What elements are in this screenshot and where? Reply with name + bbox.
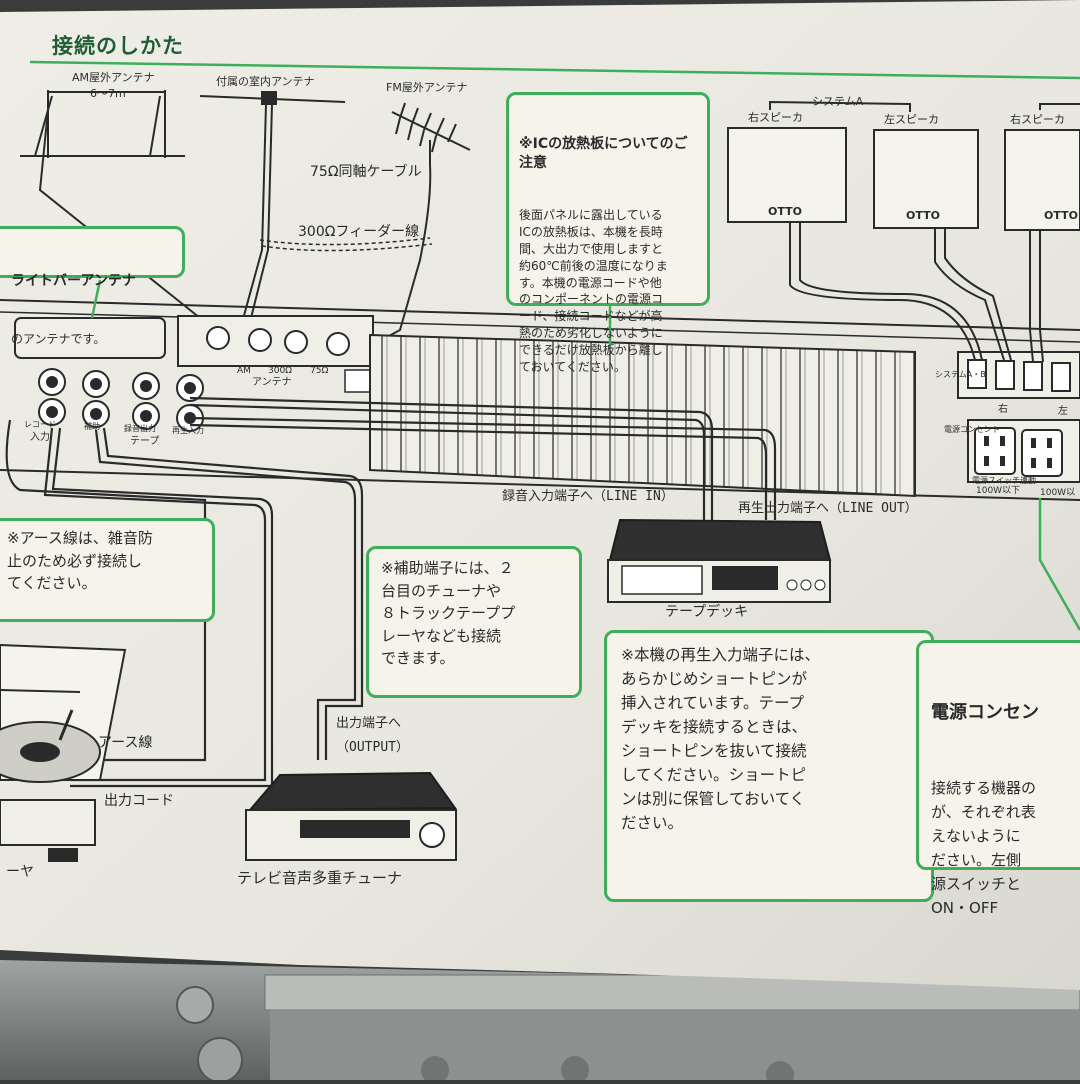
rec-in-label: 録音入力端子へ（LINE IN） [502, 489, 674, 504]
terminal-300-label: 300Ω [268, 366, 293, 376]
fm-outdoor-antenna-label: FM屋外アンテナ [386, 81, 468, 94]
tv-tuner-label: テレビ音声多重チューナ [237, 869, 403, 887]
rec-out-label: 録音出力 [124, 424, 156, 433]
terminal-am-label: AM [237, 366, 251, 376]
tv-tuner [245, 771, 457, 861]
ic-heatsink-note-title: ※ICの放熱板についてのご注意 [519, 135, 688, 172]
ic-heatsink-note-body: 後面パネルに露出している ICの放熱板は、本機を長時 間、大出力で使用しますと … [519, 208, 668, 374]
indoor-antenna [199, 91, 346, 331]
signal-cables [5, 396, 777, 788]
feeder-line [259, 237, 433, 252]
short-pin-note: ※本機の再生入力端子には、 あらかじめショートピンが 挿入されています。テープ … [604, 630, 934, 902]
page-title: 接続のしかた [52, 34, 184, 58]
header-rule [29, 60, 1080, 80]
speaker-right-label: 右 [998, 404, 1008, 415]
terminal-75-label: 75Ω [310, 366, 329, 376]
system-a-label: システムA [812, 95, 864, 108]
speaker-ab-label: システムA・B [935, 370, 986, 379]
output-cord-label: 出力コード [104, 793, 174, 809]
indoor-antenna-label: 付属の室内アンテナ [216, 75, 315, 88]
amplifier-chassis [0, 960, 1080, 1084]
speakers [727, 127, 1080, 231]
power-outlet-note-body: 接続する機器の が、それぞれ表 えないように ださい。左側 源スイッチと ON・… [931, 778, 1037, 917]
speaker-bracket [769, 100, 1080, 112]
am-outdoor-antenna-label: AM屋外アンテナ [72, 71, 155, 84]
power-outlet-note-title: 電源コンセン [931, 702, 1039, 723]
tape-deck [607, 518, 832, 603]
right-speaker-a-label: 右スピーカ [748, 111, 803, 124]
am-outdoor-antenna [20, 90, 216, 331]
am-span-label: 6～7m [90, 87, 126, 100]
right-speaker-b-label: 右スピーカ [1010, 113, 1065, 126]
feeder-label: 300Ωフィーダー線 [298, 224, 420, 240]
input-label: 入力 [30, 432, 50, 443]
outlet-label: 電源コンセント [944, 425, 1000, 434]
turntable [0, 643, 127, 862]
earth-note: ※アース線は、雑音防 止のため必ず接続し てください。 [0, 518, 215, 622]
speaker-cables [789, 222, 1044, 363]
play-out-label: 再生出力端子へ（LINE OUT） [738, 501, 918, 516]
phono-label: レコード [24, 420, 56, 429]
output-terminal-label: 出力端子へ [336, 716, 402, 731]
output-terminal-en-label: （OUTPUT） [336, 740, 409, 755]
bar-antenna-note-body: のアンテナです。 [11, 331, 106, 346]
switched-outlet-label: 電源スイッチ連動 [972, 476, 1036, 485]
tape-deck-label: テープデッキ [665, 604, 749, 620]
player-label: ーヤ [6, 864, 34, 880]
play-in-label: 再生入力 [172, 426, 204, 435]
earth-wire-label: アース線 [98, 735, 153, 751]
antenna-terminal-label: アンテナ [252, 377, 292, 388]
speaker-brand-2: OTTO [906, 209, 940, 222]
speaker-brand-1: OTTO [768, 205, 802, 218]
aux-label: 補助 [84, 422, 100, 431]
callout-leaders [90, 279, 1080, 631]
bar-antenna-note-title: ライトバーアンテナ [11, 273, 136, 290]
speaker-brand-3: OTTO [1044, 209, 1078, 222]
speaker-left-label: 左 [1058, 406, 1068, 417]
ic-heatsink-note: ※ICの放熱板についてのご注意 後面パネルに露出している ICの放熱板は、本機を… [506, 92, 710, 374]
fm-outdoor-antenna [344, 102, 471, 361]
bar-antenna-note: ライトバーアンテナ のアンテナです。 [0, 226, 185, 346]
rating-1-label: 100W以下 [976, 486, 1021, 496]
rating-2-label: 100W以 [1040, 488, 1076, 498]
aux-note: ※補助端子には、２ 台目のチューナや ８トラックテーププ レーヤなども接続 でき… [366, 546, 582, 698]
tape-label: テープ [130, 436, 160, 447]
coax-label: 75Ω同軸ケーブル [310, 164, 422, 180]
left-speaker-a-label: 左スピーカ [884, 113, 939, 126]
power-outlet-note: 電源コンセン 接続する機器の が、それぞれ表 えないように ださい。左側 源スイ… [916, 640, 1080, 917]
